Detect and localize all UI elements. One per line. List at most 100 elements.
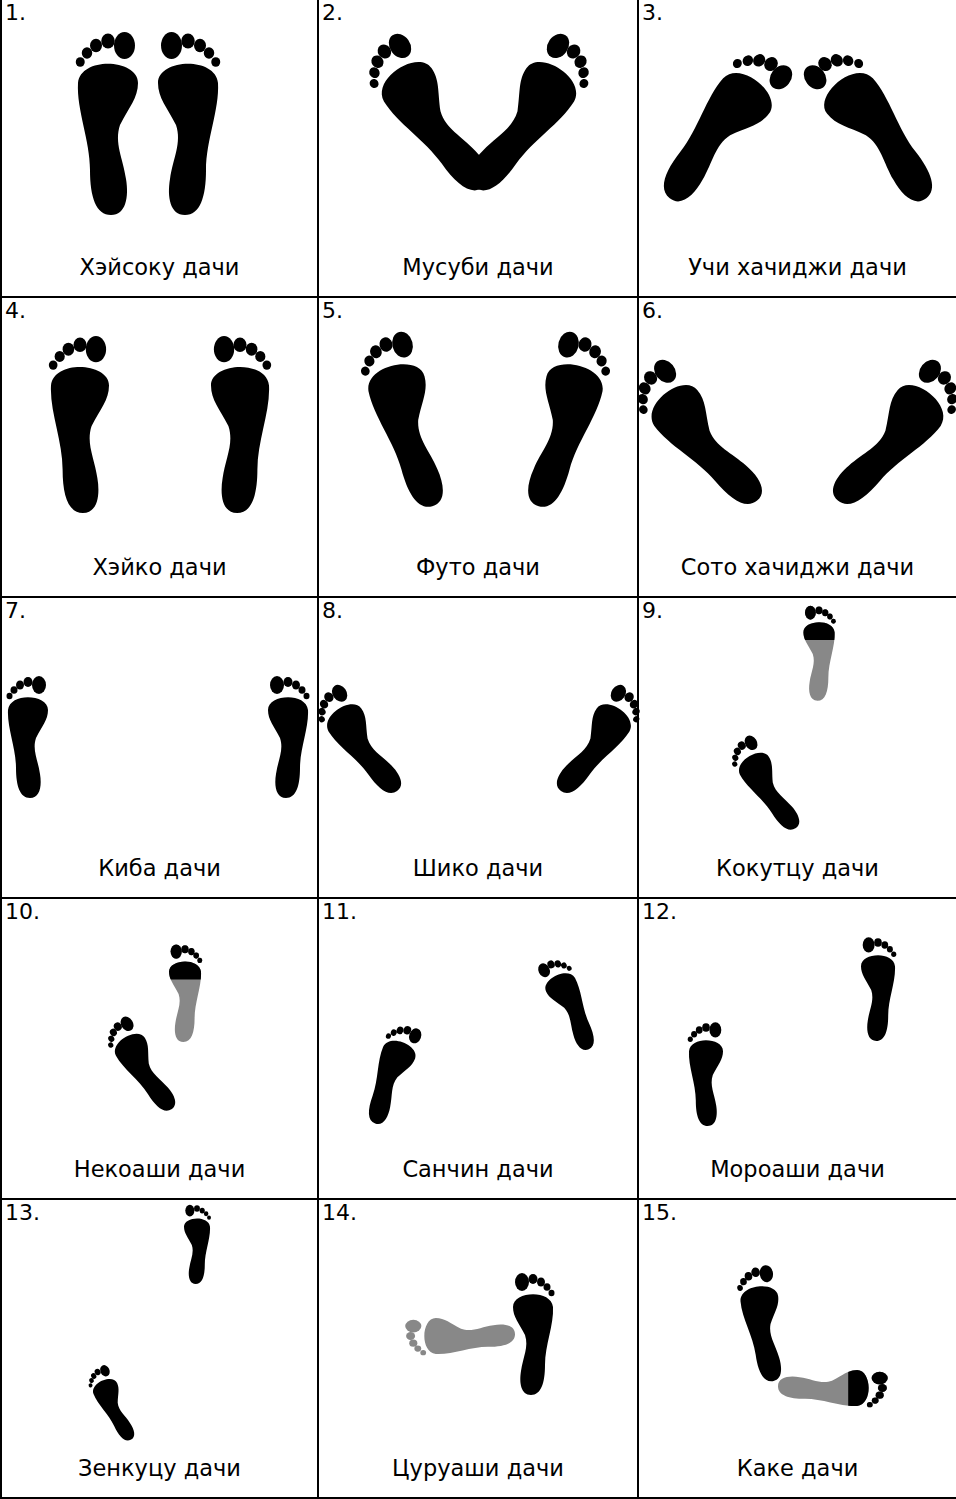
footprint-shape — [861, 937, 896, 1041]
foot-toe — [90, 39, 102, 53]
footprint — [7, 676, 49, 798]
stance-caption: Зенкуцу дачи — [2, 1453, 317, 1497]
footprint-shape — [354, 329, 458, 515]
foot-toe — [867, 1402, 873, 1407]
footprint — [83, 1363, 141, 1446]
footprint-shape — [308, 681, 412, 805]
foot-sole — [542, 969, 605, 1056]
footprint — [513, 1273, 555, 1395]
footprint — [778, 1370, 888, 1407]
callout-number: 13. — [2, 1200, 40, 1225]
foot-toe — [731, 760, 738, 767]
footprint-shape — [848, 1370, 888, 1407]
callout-number: 1. — [2, 0, 26, 25]
foot-toe — [515, 1273, 529, 1291]
foot-toe — [204, 47, 215, 58]
footprint-shape — [622, 354, 776, 522]
footprint-shape — [546, 681, 650, 805]
foot-toe — [384, 29, 416, 62]
foot-toe — [696, 1026, 703, 1034]
foot-sole — [8, 697, 48, 798]
stance-caption: Каке дачи — [639, 1453, 956, 1497]
foot-toe — [101, 34, 115, 49]
foot-toe — [595, 354, 608, 367]
stance-cell: 15.Каке дачи — [639, 1200, 956, 1499]
foot-toe — [86, 336, 106, 362]
foot-toe — [181, 34, 195, 49]
footprint — [354, 329, 458, 515]
foot-toe — [214, 336, 234, 362]
foot-toe — [572, 53, 589, 70]
foot-toe — [262, 360, 271, 369]
foot-toe — [876, 1392, 884, 1399]
foot-toe — [742, 733, 760, 752]
foot-toe — [529, 1274, 538, 1284]
foot-sole — [110, 1029, 184, 1120]
foot-toe — [389, 329, 415, 359]
footprint-shape — [356, 1019, 425, 1129]
stance-caption: Некоаши дачи — [2, 1154, 317, 1198]
foot-sole — [358, 1037, 419, 1129]
stance-caption: Сото хачиджи дачи — [639, 552, 956, 596]
footprint — [356, 1019, 425, 1129]
foot-toe — [193, 953, 199, 959]
stance-cell: 3.Учи хачиджи дачи — [639, 0, 956, 298]
foot-toe — [872, 1372, 888, 1385]
stance-cell: 14.Цуруаши дачи — [319, 1200, 639, 1499]
footprint-shape — [643, 38, 799, 214]
foot-toe — [24, 677, 33, 687]
foot-toe — [544, 1283, 551, 1291]
foot-toe — [872, 1397, 879, 1403]
foot-toe — [246, 343, 258, 356]
footprint-shape — [803, 606, 835, 640]
foot-toe — [805, 606, 816, 620]
foot-toe — [7, 693, 13, 699]
callout-number: 12. — [639, 899, 677, 924]
foot-sole — [169, 961, 201, 979]
foot-toe — [11, 686, 18, 694]
foot-sole — [816, 64, 952, 215]
foot-toe — [49, 360, 58, 369]
stance-caption: Хэйко дачи — [2, 552, 317, 596]
foot-toe — [709, 1022, 721, 1037]
footprint-shape — [688, 1022, 723, 1126]
foot-toe — [32, 676, 46, 694]
foot-toe — [181, 945, 188, 953]
footprint — [158, 32, 220, 215]
foot-sole — [169, 961, 201, 1042]
footprint-shape — [83, 1363, 141, 1446]
footprint — [803, 606, 835, 701]
foot-toe — [304, 693, 310, 699]
foot-toe — [63, 343, 75, 356]
stance-cell: 1. Хэйсоку дачи — [0, 0, 319, 298]
stance-cell: 6.Сото хачиджи дачи — [639, 298, 956, 598]
foot-toe — [329, 682, 351, 705]
footprint — [643, 38, 799, 214]
footprint-shape — [268, 676, 310, 798]
footprint — [211, 336, 271, 513]
foot-toe — [537, 1278, 545, 1287]
callout-number: 8. — [319, 598, 343, 623]
foot-sole — [268, 697, 308, 798]
foot-toe — [270, 676, 284, 694]
stance-caption: Шико дачи — [319, 853, 637, 897]
foot-toe — [546, 959, 556, 969]
foot-sole — [158, 64, 218, 215]
foot-toe — [822, 609, 828, 616]
stance-caption: Хэйсоку дачи — [2, 252, 317, 296]
foot-toe — [874, 938, 882, 947]
footprint-shape — [724, 732, 809, 839]
foot-toe — [578, 77, 590, 90]
footprint-shape — [819, 354, 956, 522]
foot-toe — [863, 937, 875, 952]
foot-toe — [702, 1023, 710, 1032]
foot-toe — [737, 1285, 743, 1292]
stance-caption: Футо дачи — [319, 552, 637, 596]
foot-sole — [861, 955, 895, 1041]
foot-toe — [740, 53, 755, 68]
footprint-shape — [778, 1370, 888, 1407]
footprint-shape — [184, 1205, 211, 1284]
foot-toe — [16, 681, 24, 690]
foot-sole — [778, 1370, 869, 1406]
